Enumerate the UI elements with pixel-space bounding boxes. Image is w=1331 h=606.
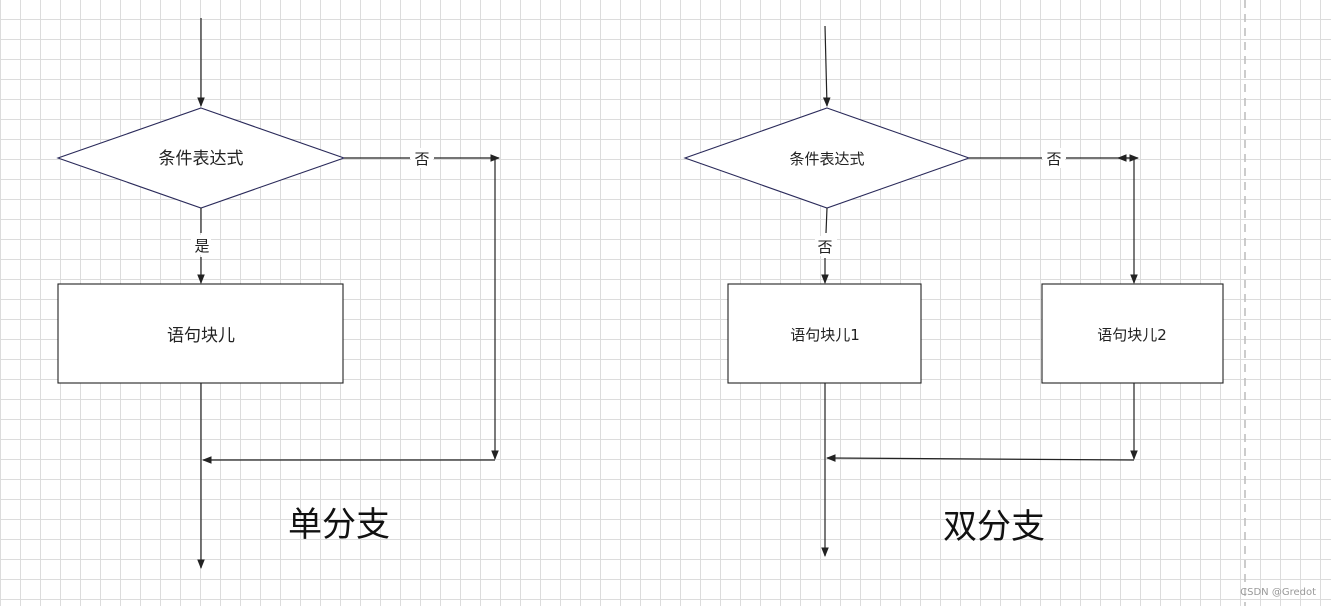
single-branch-flowchart: 条件表达式 是 语句块儿 否 单分支 [56,18,500,569]
single-no-label: 否 [414,150,429,168]
double-merge-arrow [826,454,1135,462]
double-branch-flowchart: 条件表达式 否 语句块儿1 否 语句块儿2 双 [683,25,1224,557]
double-block1-box [727,283,922,384]
double-right-label: 否 [1046,150,1061,168]
double-entry-arrow [822,25,831,107]
single-yes-label: 是 [194,237,209,255]
double-left-label: 否 [817,238,832,256]
double-block2-label: 语句块儿2 [1097,326,1167,344]
double-condition-label: 条件表达式 [789,150,864,168]
single-condition-label: 条件表达式 [159,149,244,169]
watermark: CSDN @Gredot [1240,587,1316,598]
single-block-box [57,283,344,384]
single-branch-title: 单分支 [288,505,390,545]
double-left-line-top [825,207,828,234]
double-block1-label: 语句块儿1 [790,326,860,344]
double-branch-title: 双分支 [943,507,1045,547]
double-block2-box [1041,283,1224,384]
single-block-label: 语句块儿 [167,326,235,346]
